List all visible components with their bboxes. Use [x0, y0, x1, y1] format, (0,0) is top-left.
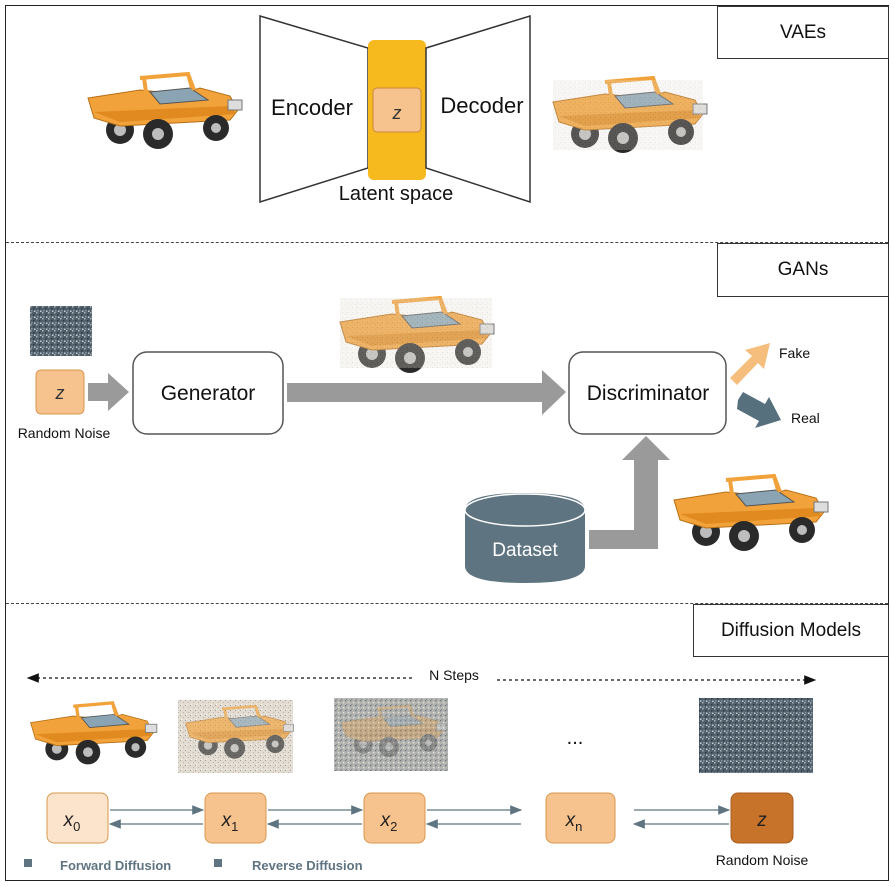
- decoder-trapezoid: [425, 14, 531, 204]
- gan-real-truck: [672, 474, 830, 553]
- real-arrow: [737, 392, 781, 428]
- node-z-label: z: [756, 810, 767, 831]
- section-label-diffusion: Diffusion Models: [693, 604, 889, 657]
- legend-reverse-label: Reverse Diffusion: [252, 858, 363, 873]
- legend-forward-swatch: [24, 859, 32, 867]
- diffusion-image-x1: [178, 700, 295, 773]
- node-x0: [46, 792, 109, 844]
- diffusion-image-x2: [334, 698, 448, 771]
- section-label-gans: GANs: [717, 243, 889, 297]
- diffusion-image-x0: [28, 701, 159, 767]
- section-label-vaes: VAEs: [717, 6, 889, 59]
- generator-to-discriminator-arrow: [287, 370, 566, 415]
- decoder-label: Decoder: [440, 93, 523, 118]
- latent-space-label: Latent space: [339, 183, 454, 205]
- n-steps-label: N Steps: [429, 667, 479, 683]
- section-divider: [6, 242, 888, 243]
- node-x1-label: x1: [221, 810, 239, 834]
- node-x1: [204, 792, 267, 844]
- section-divider: [6, 603, 888, 604]
- diffusion-noise-caption: Random Noise: [716, 852, 809, 868]
- diffusion-ellipsis: ...: [567, 727, 584, 749]
- real-label: Real: [791, 410, 820, 426]
- node-x2-label: x2: [380, 810, 398, 834]
- node-x2: [363, 792, 426, 844]
- vae-input-truck: [86, 72, 244, 151]
- generator-label: Generator: [161, 382, 256, 405]
- gan-noise-image: [30, 306, 92, 356]
- fake-label: Fake: [779, 345, 810, 361]
- gan-generated-truck: [338, 296, 496, 375]
- legend-forward-label: Forward Diffusion: [60, 858, 171, 873]
- dataset-to-discriminator-arrow: [589, 436, 670, 549]
- generator-box: [132, 351, 284, 435]
- dataset-cylinder-top: [464, 493, 586, 527]
- gan-z-node: [35, 369, 85, 415]
- node-xn-label: xn: [565, 810, 583, 834]
- node-x0-label: x0: [63, 810, 81, 834]
- vae-z-node: [372, 87, 422, 133]
- diffusion-image-noise: [699, 698, 813, 773]
- noise-to-generator-arrow: [88, 373, 129, 411]
- fake-arrow: [730, 343, 770, 385]
- discriminator-label: Discriminator: [587, 382, 710, 405]
- dataset-label: Dataset: [492, 540, 558, 561]
- node-xn: [545, 792, 616, 844]
- node-z: [730, 792, 794, 844]
- vae-output-truck: [551, 76, 709, 155]
- discriminator-box: [568, 351, 727, 435]
- legend-reverse-swatch: [214, 859, 222, 867]
- gan-z-label: z: [55, 383, 65, 403]
- gan-noise-caption: Random Noise: [18, 425, 111, 441]
- figure-frame: [5, 5, 889, 881]
- vae-z-label: z: [392, 103, 402, 123]
- encoder-label: Encoder: [271, 95, 353, 120]
